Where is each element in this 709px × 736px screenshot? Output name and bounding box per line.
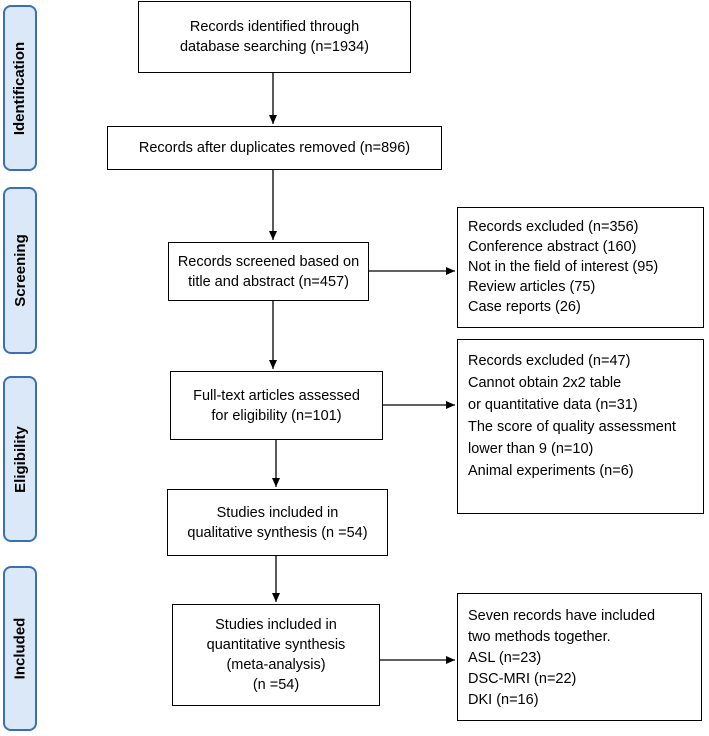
- phase-included: Included: [3, 566, 37, 731]
- phase-identification: Identification: [3, 5, 37, 171]
- box-text-line: Case reports (26): [468, 299, 581, 315]
- box-text-line: Records after duplicates removed (n=896): [138, 140, 411, 156]
- box-text-line: Not in the field of interest (95): [468, 259, 659, 275]
- box-text-line: Records excluded (n=47): [468, 353, 631, 369]
- phase-screening: Screening: [3, 187, 37, 354]
- box-text-line: for eligibility (n=101): [211, 407, 342, 424]
- box-text-line: Seven records have included: [468, 608, 656, 624]
- box-text-line: qualitative synthesis (n =54): [187, 524, 368, 541]
- box-duplicates-removed: Records after duplicates removed (n=896): [107, 126, 442, 170]
- box-text-line: Records excluded (n=356): [468, 219, 639, 235]
- box-text-line: The score of quality assessment: [468, 419, 676, 435]
- box-text-line: lower than 9 (n=10): [468, 441, 594, 457]
- box-records-screened: Records screened based on title and abst…: [168, 242, 369, 301]
- box-records-identified: Records identified through database sear…: [138, 1, 411, 73]
- box-text-line: Animal experiments (n=6): [468, 463, 634, 479]
- box-text-line: Studies included in: [216, 504, 339, 521]
- box-text-line: Records screened based on: [177, 253, 360, 270]
- box-text-line: or quantitative data (n=31): [468, 397, 638, 413]
- box-text-line: DSC-MRI (n=22): [468, 671, 577, 687]
- box-excluded-eligibility: Records excluded (n=47) Cannot obtain 2x…: [457, 339, 704, 514]
- box-text-line: Review articles (75): [468, 279, 596, 295]
- box-quantitative-synthesis: Studies included in quantitative synthes…: [172, 604, 380, 706]
- box-text-line: Full-text articles assessed: [193, 387, 360, 404]
- box-qualitative-synthesis: Studies included in qualitative synthesi…: [167, 489, 388, 556]
- box-text-line: title and abstract (n=457): [188, 273, 349, 290]
- box-text-line: (n =54): [252, 677, 300, 693]
- box-excluded-screening: Records excluded (n=356) Conference abst…: [457, 207, 704, 328]
- box-text-line: Cannot obtain 2x2 table: [468, 375, 622, 391]
- box-text-line: database searching (n=1934): [179, 39, 370, 55]
- phase-eligibility: Eligibility: [3, 376, 37, 542]
- box-text-line: ASL (n=23): [468, 650, 542, 666]
- box-text-line: DKI (n=16): [468, 692, 539, 708]
- box-text-line: Conference abstract (160): [468, 239, 637, 255]
- box-methods-included: Seven records have included two methods …: [457, 593, 702, 721]
- box-text-line: Records identified through: [189, 19, 360, 35]
- box-text-line: Studies included in: [215, 617, 337, 633]
- box-text-line: (meta-analysis): [226, 657, 326, 673]
- box-fulltext-assessed: Full-text articles assessed for eligibil…: [170, 371, 383, 440]
- box-text-line: quantitative synthesis: [206, 637, 346, 653]
- box-text-line: two methods together.: [468, 629, 611, 645]
